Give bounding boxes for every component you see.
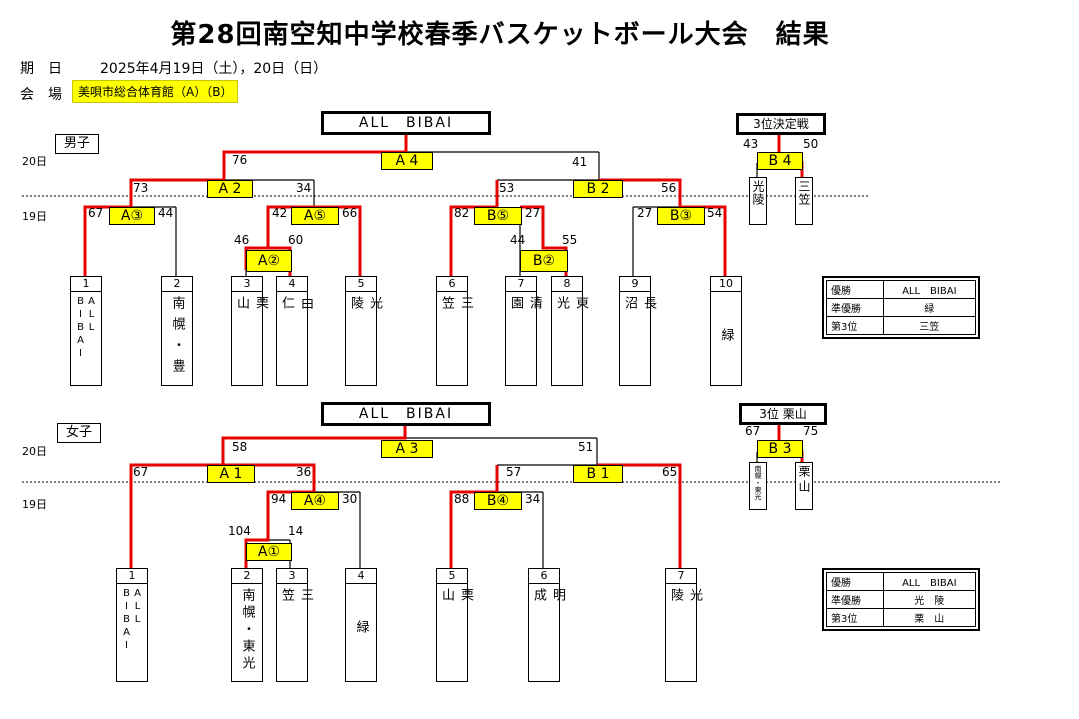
girls-team-6: 6 明成 xyxy=(528,568,565,682)
boys-A3-s2: 44 xyxy=(158,206,174,220)
boys-champion-box: ALL BIBAI xyxy=(321,111,491,135)
boys-B4-s1: 43 xyxy=(743,137,759,151)
boys-team-2: 2 南幌・豊 xyxy=(161,276,193,386)
boys-game-B3: B③ xyxy=(657,207,705,225)
girls-game-A1: A 1 xyxy=(207,465,255,483)
boys-team-10: 10 緑 xyxy=(710,276,742,386)
boys-A3-s1: 67 xyxy=(88,206,104,220)
girls-label: 女子 xyxy=(57,423,102,443)
boys-day19: 19日 xyxy=(22,210,47,223)
boys-game-A2: A 2 xyxy=(207,180,253,198)
girls-team-3: 3 三笠 xyxy=(276,568,313,682)
boys-game-A2-circle: A② xyxy=(246,250,292,272)
boys-B3-s1: 27 xyxy=(637,206,653,220)
boys-third-place-box: 3位決定戦 xyxy=(736,113,826,135)
boys-game-B4: B 4 xyxy=(757,152,803,170)
venue-label: 会 場 xyxy=(20,87,62,103)
boys-B3-s2: 54 xyxy=(707,206,723,220)
boys-third-team-2: 三笠 xyxy=(795,177,813,225)
girls-B4c-s2: 34 xyxy=(525,492,541,506)
boys-B5-s1: 82 xyxy=(454,206,470,220)
girls-team-4: 4 緑 xyxy=(345,568,377,682)
girls-B1-s1: 57 xyxy=(506,465,522,479)
date-value: 2025年4月19日（土），20日（日） xyxy=(100,61,328,77)
boys-day20: 20日 xyxy=(22,155,47,168)
girls-B1-s2: 65 xyxy=(662,465,678,479)
boys-B2-s2: 56 xyxy=(661,181,677,195)
boys-A2-s2: 34 xyxy=(296,181,312,195)
boys-game-B5: B⑤ xyxy=(474,207,522,225)
boys-B4-s2: 50 xyxy=(803,137,819,151)
boys-A2-s1: 73 xyxy=(133,181,149,195)
girls-team-2: 2 南幌・東光 xyxy=(231,568,263,682)
boys-team-7: 7 清園 xyxy=(505,276,542,386)
girls-game-B1: B 1 xyxy=(573,465,623,483)
boys-team-9: 9 長沼 xyxy=(619,276,656,386)
boys-team-1: 1 ALL BIBAI xyxy=(70,276,102,386)
girls-A1-s1: 67 xyxy=(133,465,149,479)
girls-A3-s2: 51 xyxy=(578,440,594,454)
boys-game-A5: A⑤ xyxy=(291,207,339,225)
girls-third-place-box: 3位 栗山 xyxy=(739,403,827,425)
page-title: 第28回南空知中学校春季バスケットボール大会 結果 xyxy=(170,20,830,50)
boys-third-team-1: 光陵 xyxy=(749,177,767,225)
girls-B3-s1: 67 xyxy=(745,424,761,438)
boys-game-B2: B 2 xyxy=(573,180,623,198)
boys-team-4: 4 由仁 xyxy=(276,276,313,386)
boys-A2c-s1: 46 xyxy=(234,233,250,247)
girls-game-B3: B 3 xyxy=(757,440,803,458)
boys-B5-s2: 27 xyxy=(525,206,541,220)
boys-game-A3: A③ xyxy=(109,207,155,225)
girls-A4c-s2: 30 xyxy=(342,492,358,506)
boys-B2c-s2: 55 xyxy=(562,233,578,247)
girls-A3-s1: 58 xyxy=(232,440,248,454)
boys-A2c-s2: 60 xyxy=(288,233,304,247)
girls-A1c-s2: 14 xyxy=(288,524,304,538)
girls-B3-s2: 75 xyxy=(803,424,819,438)
girls-third-team-2: 栗山 xyxy=(795,462,813,510)
boys-team-6: 6 三笠 xyxy=(436,276,473,386)
girls-day20: 20日 xyxy=(22,445,47,458)
boys-A4-s1: 76 xyxy=(232,153,248,167)
boys-team-8: 8 東光 xyxy=(551,276,588,386)
boys-A4-s2: 41 xyxy=(572,155,588,169)
boys-team-3: 3 栗山 xyxy=(231,276,268,386)
boys-game-B2-circle: B② xyxy=(520,250,568,272)
girls-team-7: 7 光陵 xyxy=(665,568,702,682)
girls-game-A1-circle: A① xyxy=(246,543,292,561)
girls-A1c-s1: 104 xyxy=(228,524,251,538)
girls-A4c-s1: 94 xyxy=(271,492,287,506)
girls-team-1: 1 ALL BIBAI xyxy=(116,568,148,682)
girls-A1-s2: 36 xyxy=(296,465,312,479)
girls-game-B4: B④ xyxy=(474,492,522,510)
boys-team-5: 5 光陵 xyxy=(345,276,382,386)
girls-game-A3: A 3 xyxy=(381,440,433,458)
boys-B2-s1: 53 xyxy=(499,181,515,195)
girls-third-team-1: 南幌・東光 xyxy=(749,462,767,510)
girls-day19: 19日 xyxy=(22,498,47,511)
date-label: 期 日 xyxy=(20,61,62,77)
boys-A5-s1: 42 xyxy=(272,206,288,220)
boys-label: 男子 xyxy=(55,134,100,154)
girls-B4c-s1: 88 xyxy=(454,492,470,506)
girls-game-A4: A④ xyxy=(291,492,339,510)
boys-B2c-s1: 44 xyxy=(510,233,526,247)
girls-champion-box: ALL BIBAI xyxy=(321,402,491,426)
boys-game-A4: A 4 xyxy=(381,152,433,170)
boys-A5-s2: 66 xyxy=(342,206,358,220)
venue-value: 美唄市総合体育館（A）（B） xyxy=(72,80,239,103)
girls-team-5: 5 栗山 xyxy=(436,568,473,682)
